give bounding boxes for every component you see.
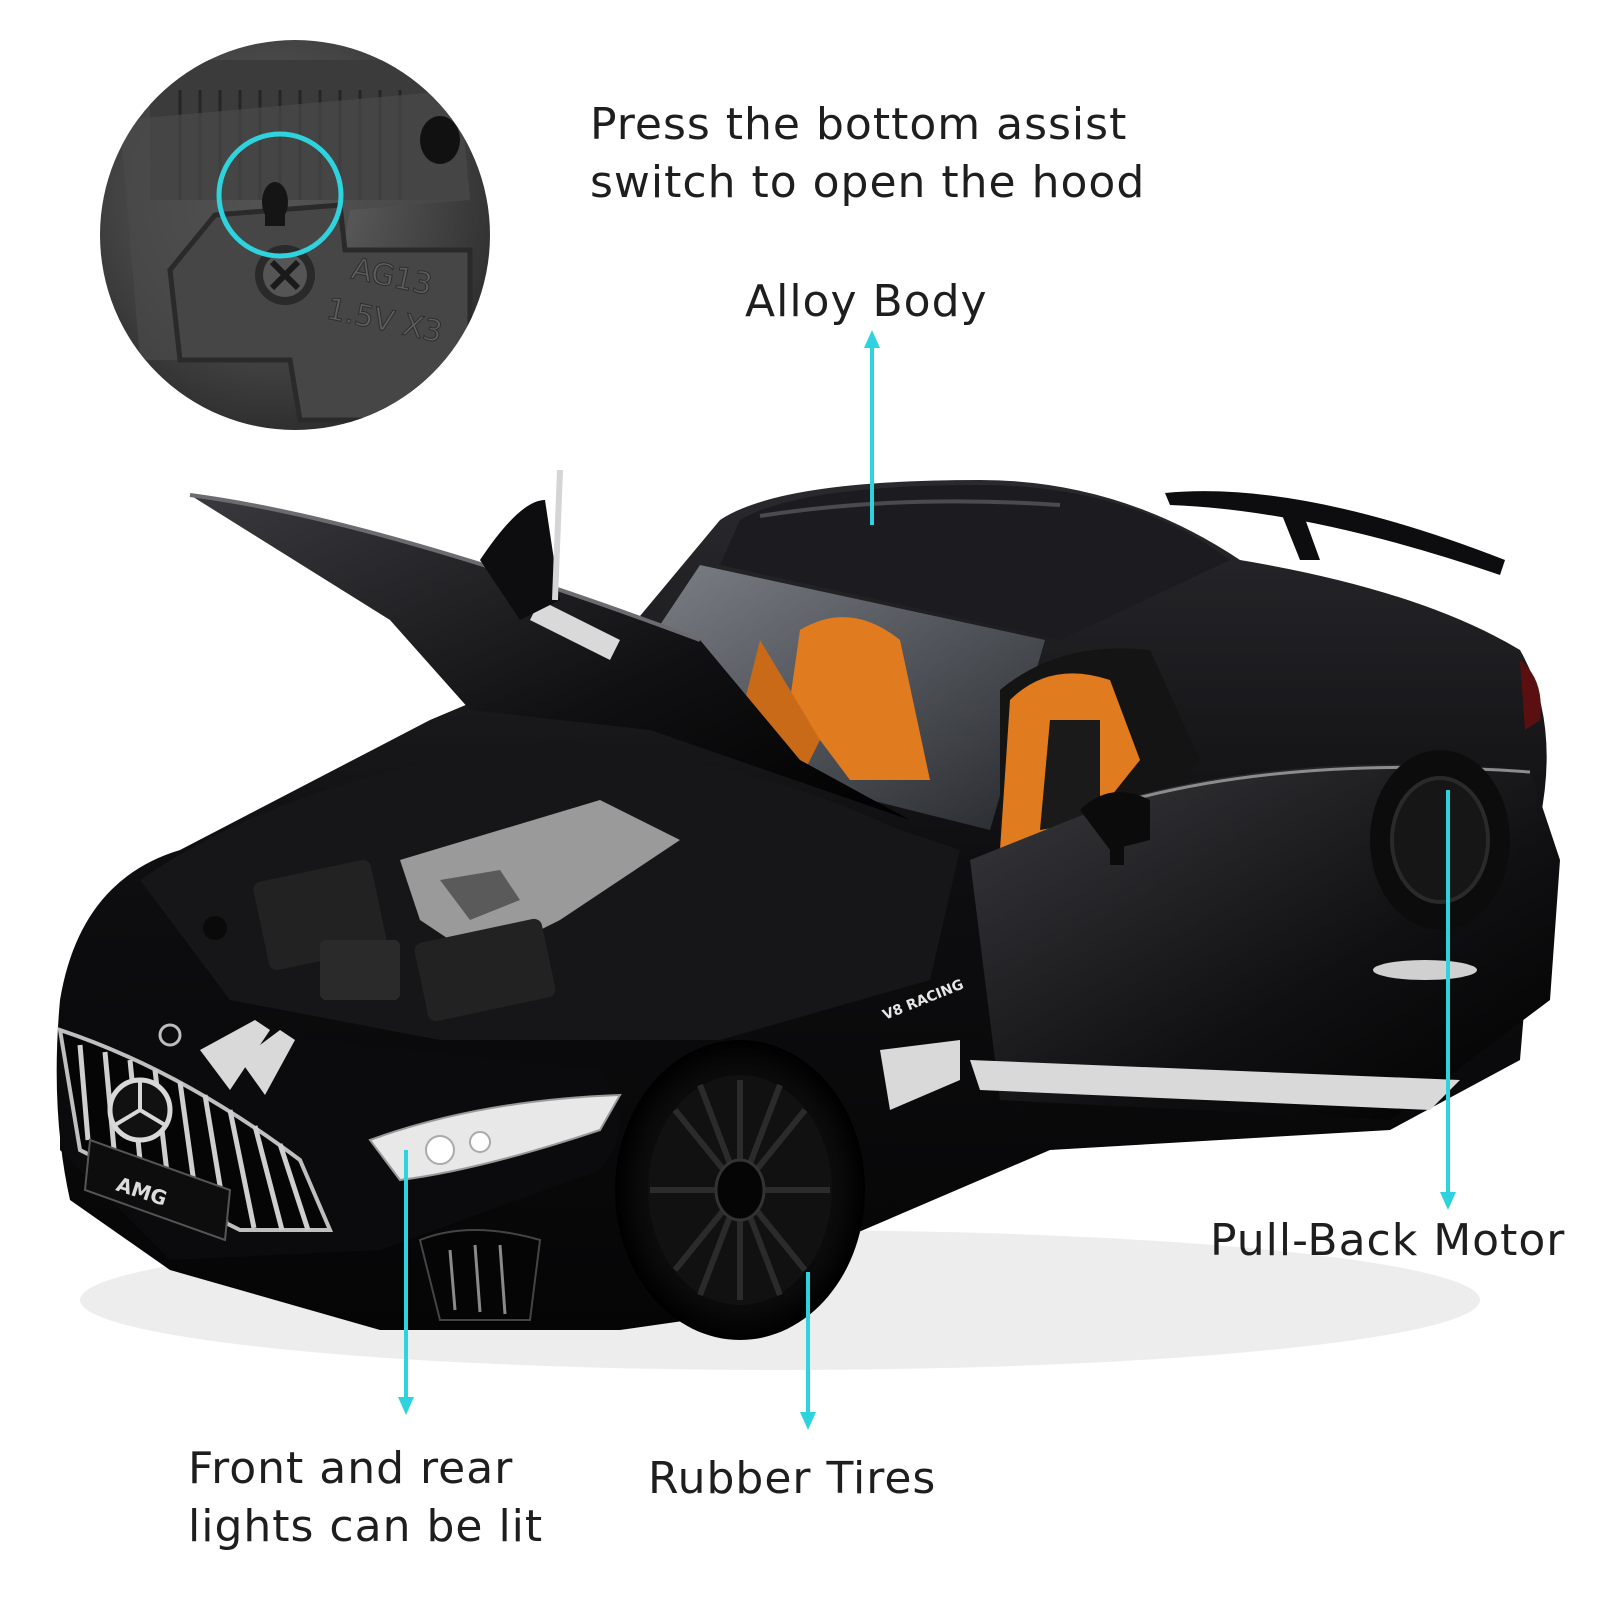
lights-callout: Front and rear lights can be lit xyxy=(188,1440,543,1556)
hood-switch-line1: Press the bottom assist xyxy=(590,99,1128,150)
arrow-down-icon xyxy=(1440,790,1456,1210)
alloy-body-callout: Alloy Body xyxy=(745,276,988,327)
inset-zoom: AG13 1.5V X3 xyxy=(100,40,490,430)
screw-icon xyxy=(255,245,315,305)
lights-line2: lights can be lit xyxy=(188,1501,544,1552)
callout-arrows xyxy=(398,330,1456,1430)
lights-line1: Front and rear xyxy=(188,1443,514,1494)
arrow-down-icon xyxy=(398,1150,414,1415)
highlight-ring-icon xyxy=(216,131,344,259)
arrow-up-icon xyxy=(864,330,880,525)
rubber-tires-callout: Rubber Tires xyxy=(648,1453,937,1504)
car-model: V8 RACING xyxy=(56,469,1560,1370)
arrow-down-icon xyxy=(800,1272,816,1430)
pull-back-motor-callout: Pull-Back Motor xyxy=(1210,1215,1566,1266)
hood-switch-line2: switch to open the hood xyxy=(590,157,1146,208)
hood-switch-callout: Press the bottom assist switch to open t… xyxy=(590,96,1145,212)
front-wheel xyxy=(615,1040,865,1340)
